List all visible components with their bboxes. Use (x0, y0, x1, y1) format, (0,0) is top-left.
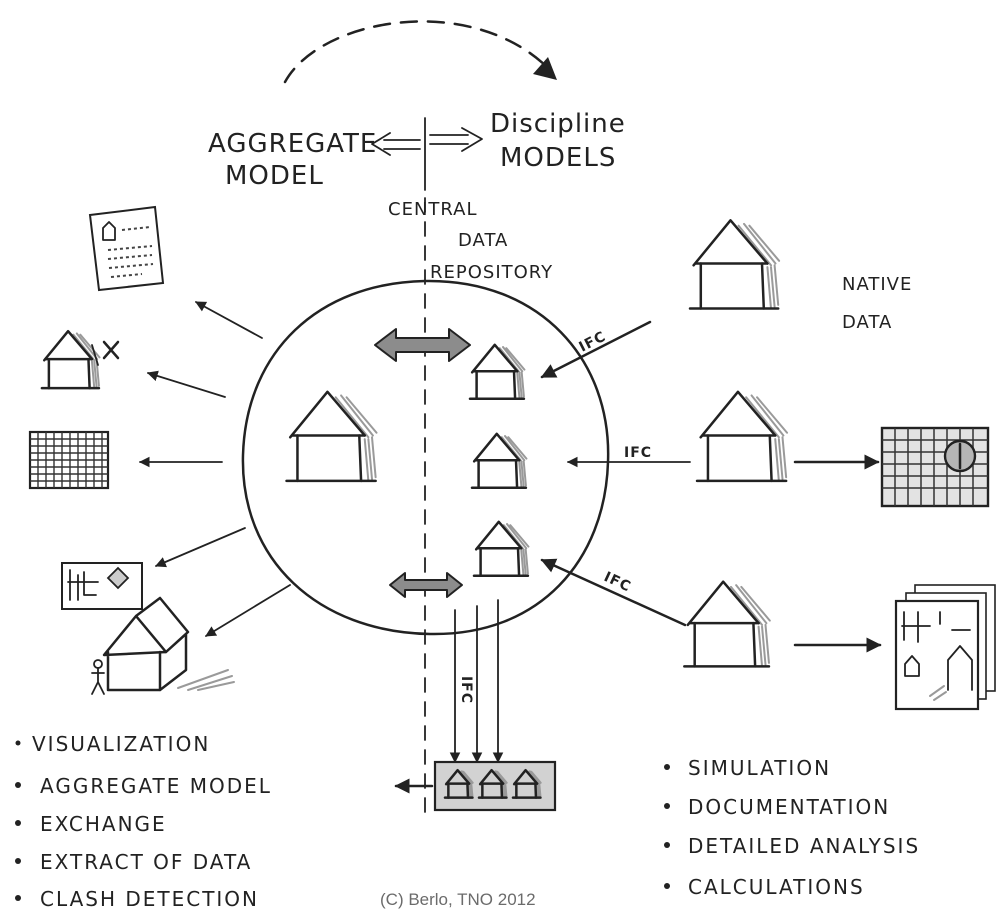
left-bullet-3 (15, 820, 21, 826)
ifc-label-vertical: IFC (458, 676, 474, 704)
drawing-sheets-icon (894, 584, 996, 711)
document-icon (88, 205, 165, 292)
repository-label-line2: DATA (458, 230, 508, 251)
central-repository-circle (241, 279, 610, 636)
left-bullet-4 (15, 858, 21, 864)
right-bullet-list: SIMULATION DOCUMENTATION DETAILED ANALYS… (664, 756, 920, 899)
native-data-house-icon-3 (683, 580, 772, 668)
sheet-house-sketch (904, 645, 973, 691)
right-bullet-3 (664, 842, 670, 848)
export-arrows (449, 599, 504, 764)
discipline-house-icon-1 (469, 344, 526, 400)
aggregate-house-icon (285, 390, 378, 483)
sheet-front (894, 599, 980, 711)
left-bullet-list: VISUALIZATION AGGREGATE MODEL EXCHANGE E… (15, 732, 272, 911)
document-text-lines (107, 226, 154, 278)
drawing-sketch-lines (67, 569, 99, 601)
left-list-item-4: EXTRACT OF DATA (40, 850, 252, 874)
house-person-icon (91, 596, 235, 695)
dashed-curve-arrowhead (533, 57, 557, 80)
double-arrow-icon-bottom (389, 572, 463, 598)
left-list-item-1: VISUALIZATION (32, 732, 210, 756)
sheet-plan-lines (901, 611, 971, 643)
perspective-house (102, 596, 190, 692)
ifc-arrow-3 (540, 558, 687, 627)
right-list-item-1: SIMULATION (688, 756, 831, 780)
left-arrows (138, 301, 291, 637)
drawing-diamond (106, 566, 130, 590)
discipline-house-icon-2 (471, 433, 528, 489)
left-bullet-5 (15, 895, 21, 901)
left-list-item-2: AGGREGATE MODEL (40, 774, 272, 798)
export-box (433, 760, 557, 812)
right-list-item-4: CALCULATIONS (688, 875, 865, 899)
left-arrow-2 (146, 370, 226, 398)
double-arrow-icon-top (374, 328, 471, 362)
grid-chart-icon (880, 426, 990, 508)
tools-cross-icon (102, 340, 120, 360)
sheet-shading (929, 685, 947, 701)
left-hollow-arrow (371, 132, 421, 156)
document-mini-house (102, 221, 116, 241)
native-data-house-icon-2 (695, 390, 789, 483)
left-arrow-5 (205, 584, 291, 637)
left-list-item-5: CLASH DETECTION (40, 887, 259, 911)
discipline-models-label-line1: Discipline (490, 109, 626, 139)
discipline-models-label-line2: MODELS (500, 143, 616, 173)
house-tools-icon (41, 330, 120, 389)
tools-handle (91, 344, 99, 366)
dashed-curve-arrow (283, 20, 557, 84)
drawing-frame (61, 562, 143, 610)
native-data-label-line2: DATA (842, 312, 892, 333)
house-tools-house (41, 330, 101, 389)
grid-plan-icon (28, 430, 110, 490)
dashed-curve (283, 20, 550, 84)
drawing-icon (61, 562, 143, 610)
top-double-arrow (371, 127, 483, 156)
left-bullet-2 (15, 782, 21, 788)
right-bullet-4 (664, 883, 670, 889)
person-head (93, 659, 103, 669)
native-data-label-line1: NATIVE (842, 274, 912, 295)
right-bullet-1 (664, 764, 670, 770)
person-body (91, 667, 105, 695)
left-bullet-1 (15, 740, 21, 746)
copyright-text: (C) Berlo, TNO 2012 (380, 890, 536, 909)
grid-plan-lines (30, 432, 108, 488)
ifc-arrow-1 (540, 320, 652, 379)
right-incoming-arrows (540, 320, 691, 627)
right-list-item-3: DETAILED ANALYSIS (688, 834, 920, 858)
aggregate-model-label-line1: AGGREGATE (208, 129, 377, 159)
aggregate-model-label-line2: MODEL (225, 161, 324, 191)
native-data-house-icon-1 (688, 219, 781, 310)
house-ground-shadow (177, 669, 235, 691)
ifc-label-2: IFC (624, 445, 652, 461)
left-arrow-4 (155, 527, 246, 568)
ifc-label-3: IFC (601, 569, 633, 595)
right-hollow-arrow (429, 127, 483, 152)
right-list-item-2: DOCUMENTATION (688, 795, 890, 819)
discipline-house-icon-3 (473, 521, 530, 577)
right-bullet-2 (664, 803, 670, 809)
repository-label-line3: REPOSITORY (430, 262, 553, 283)
repository-label-line1: CENTRAL (388, 199, 478, 220)
left-list-item-3: EXCHANGE (40, 812, 167, 836)
left-arrow-1 (195, 301, 263, 339)
